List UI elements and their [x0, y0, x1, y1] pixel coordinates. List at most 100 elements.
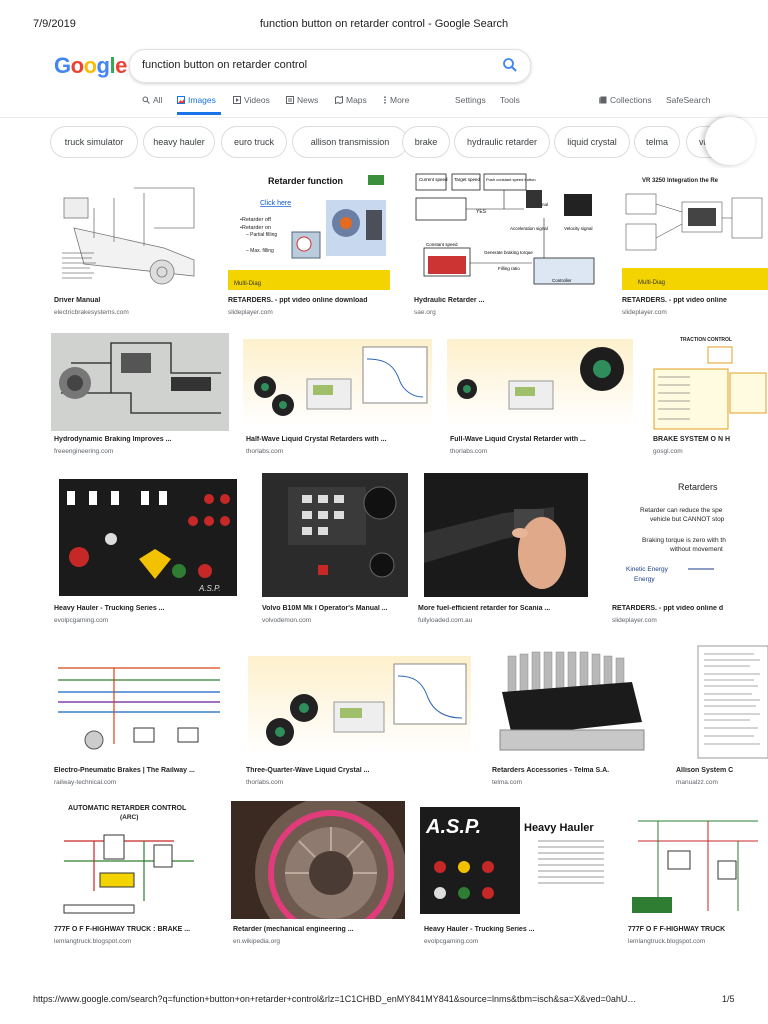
result-source[interactable]: lemlangtruck.blogspot.com	[54, 938, 132, 945]
tab-news[interactable]: News	[286, 95, 318, 105]
result-caption[interactable]: Hydrodynamic Braking Improves ...	[54, 436, 172, 443]
thumb-text: VR 3250 Integration the Re	[642, 178, 719, 184]
chips-scroll-right[interactable]	[705, 117, 755, 165]
result-caption[interactable]: Half-Wave Liquid Crystal Retarders with …	[246, 436, 387, 443]
result-source[interactable]: gosgl.com	[653, 448, 683, 455]
result-image-retarder-function[interactable]: Retarder function Click here •Retarder o…	[228, 168, 390, 290]
logo-letter: G	[54, 53, 71, 78]
tab-videos[interactable]: Videos	[233, 95, 270, 105]
result-image-volvo-dashboard[interactable]	[262, 473, 408, 597]
thumb-text: Acceleration signal	[510, 226, 548, 231]
result-caption[interactable]: Three-Quarter-Wave Liquid Crystal ...	[246, 767, 370, 774]
result-caption[interactable]: RETARDERS. - ppt video online download	[228, 297, 368, 304]
google-logo[interactable]: Google	[54, 53, 127, 79]
result-image-asp-heavy-hauler[interactable]: A.S.P. Heavy Hauler	[420, 807, 609, 914]
result-source[interactable]: freeengineering.com	[54, 448, 114, 455]
chip[interactable]: telma	[634, 126, 680, 158]
result-image-full-wave-lc[interactable]	[447, 339, 633, 427]
result-caption[interactable]: 777F O F F-HIGHWAY TRUCK	[628, 926, 726, 933]
result-source[interactable]: electricbrakesystems.com	[54, 309, 129, 316]
chip[interactable]: hydraulic retarder	[454, 126, 550, 158]
result-caption[interactable]: Hydraulic Retarder ...	[414, 297, 485, 304]
tab-maps[interactable]: Maps	[335, 95, 367, 105]
result-image-three-quarter-wave-lc[interactable]	[248, 656, 471, 754]
result-source[interactable]: lemlangtruck.blogspot.com	[628, 938, 706, 945]
result-caption[interactable]: Heavy Hauler - Trucking Series ...	[424, 926, 535, 933]
logo-letter: o	[83, 53, 97, 78]
result-source[interactable]: railway-technical.com	[54, 779, 117, 786]
result-caption[interactable]: Allison System C	[676, 767, 734, 774]
result-source[interactable]: telma.com	[492, 779, 522, 786]
result-image-retarder-wiki[interactable]	[231, 801, 405, 919]
result-image-telma-retarder[interactable]	[492, 646, 650, 760]
chip[interactable]: brake	[402, 126, 450, 158]
result-caption[interactable]: More fuel-efficient retarder for Scania …	[418, 605, 551, 612]
result-caption[interactable]: 777F O F F-HIGHWAY TRUCK : BRAKE ...	[54, 926, 191, 933]
result-image-hydrodynamic-braking[interactable]	[51, 333, 229, 431]
tab-settings[interactable]: Settings	[455, 95, 486, 105]
result-caption[interactable]: RETARDERS. - ppt video online d	[612, 605, 724, 612]
result-caption[interactable]: Retarder (mechanical engineering ...	[233, 926, 354, 933]
collections-link[interactable]: Collections	[599, 95, 652, 105]
result-caption[interactable]: Volvo B10M Mk I Operator's Manual ...	[262, 605, 388, 612]
result-caption[interactable]: Full-Wave Liquid Crystal Retarder with .…	[450, 436, 586, 443]
search-box[interactable]: function button on retarder control	[129, 49, 531, 83]
tab-label: More	[390, 95, 410, 105]
result-image-electro-pneumatic[interactable]	[54, 644, 224, 760]
result-image-heavy-hauler-panel[interactable]: A.S.P.	[59, 479, 237, 596]
chip[interactable]: heavy hauler	[143, 126, 215, 158]
news-icon	[286, 96, 294, 104]
more-icon	[384, 96, 386, 104]
search-input[interactable]: function button on retarder control	[142, 59, 308, 71]
result-image-retarders-slide[interactable]: Retarders Retarder can reduce the spe ve…	[612, 473, 768, 597]
thumb-text: Heavy Hauler	[524, 822, 594, 834]
result-source[interactable]: slideplayer.com	[228, 309, 273, 316]
result-image-driver-manual[interactable]	[54, 168, 210, 290]
result-source[interactable]: fullyloaded.com.au	[418, 617, 473, 624]
result-source[interactable]: sae.org	[414, 309, 436, 316]
result-image-vr3250[interactable]: VR 3250 Integration the Re Multi-Diag	[622, 168, 768, 290]
tab-more[interactable]: More	[383, 95, 409, 105]
result-source[interactable]: slideplayer.com	[622, 309, 667, 316]
thumb-text: Push constant speed button	[486, 177, 536, 182]
result-image-allison-manual[interactable]	[694, 644, 768, 760]
result-image-hydraulic-retarder[interactable]: Current speed Target speed Push constant…	[414, 168, 599, 290]
result-caption[interactable]: Retarders Accessories - Telma S.A.	[492, 767, 610, 774]
result-source[interactable]: volvodemon.com	[262, 617, 312, 624]
tab-tools[interactable]: Tools	[500, 95, 520, 105]
result-source[interactable]: slideplayer.com	[612, 617, 657, 624]
result-caption[interactable]: Electro-Pneumatic Brakes | The Railway .…	[54, 767, 195, 774]
search-icon[interactable]	[502, 57, 518, 73]
safesearch-link[interactable]: SafeSearch	[666, 95, 710, 105]
result-source[interactable]: evolpcgaming.com	[424, 938, 479, 945]
thumb-text: Current speed	[419, 177, 448, 182]
result-image-arc-diagram[interactable]: AUTOMATIC RETARDER CONTROL (ARC)	[54, 801, 211, 919]
result-image-half-wave-lc[interactable]	[243, 339, 432, 427]
result-source[interactable]: manualzz.com	[676, 779, 718, 786]
thumb-text: •Retarder off	[240, 217, 271, 223]
result-image-scania-stalk[interactable]	[424, 473, 588, 597]
result-image-777f-schematic[interactable]	[628, 801, 768, 919]
result-source[interactable]: thorlabs.com	[246, 448, 284, 455]
tab-all[interactable]: All	[142, 95, 162, 105]
tab-label: Collections	[610, 95, 652, 105]
result-caption[interactable]: BRAKE SYSTEM O N H	[653, 436, 731, 443]
result-source[interactable]: en.wikipedia.org	[233, 938, 280, 945]
chip[interactable]: truck simulator	[50, 126, 138, 158]
chip[interactable]: euro truck	[221, 126, 287, 158]
result-source[interactable]: thorlabs.com	[246, 779, 284, 786]
logo-letter: e	[115, 53, 127, 78]
thumb-text: TRACTION CONTROL	[680, 337, 732, 343]
result-image-traction-control[interactable]: TRACTION CONTROL	[650, 333, 768, 431]
result-source[interactable]: thorlabs.com	[450, 448, 488, 455]
chip[interactable]: liquid crystal	[554, 126, 630, 158]
thumb-text: Energy	[634, 576, 655, 583]
logo-letter: l	[109, 53, 116, 78]
tab-images[interactable]: Images	[177, 95, 216, 105]
result-source[interactable]: evolpcgaming.com	[54, 617, 109, 624]
chip[interactable]: allison transmission	[292, 126, 408, 158]
result-caption[interactable]: Heavy Hauler - Trucking Series ...	[54, 605, 165, 612]
result-caption[interactable]: RETARDERS. - ppt video online	[622, 297, 727, 304]
active-tab-indicator	[177, 112, 221, 115]
result-caption[interactable]: Driver Manual	[54, 297, 101, 304]
